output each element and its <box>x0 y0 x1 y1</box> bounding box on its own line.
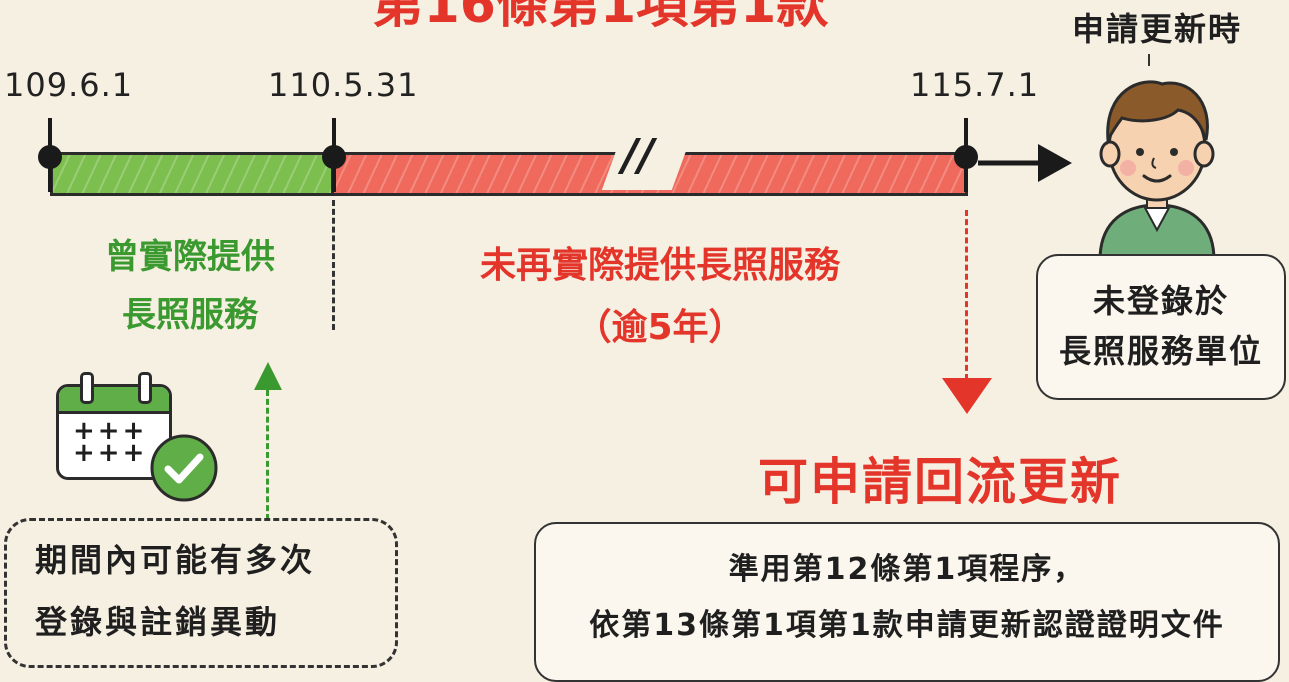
procedure-box: 準用第12條第1項程序， 依第13條第1項第1款申請更新認證證明文件 <box>534 522 1280 682</box>
renew-title: 可申請回流更新 <box>758 453 1122 511</box>
arrow-down-icon <box>942 378 992 414</box>
changes-note-line2: 登錄與註銷異動 <box>35 603 281 641</box>
unregistered-line2: 長照服務單位 <box>1058 332 1263 370</box>
green-label-line1: 曾實際提供 <box>105 237 275 277</box>
red-label-line2: （逾5年） <box>575 307 745 348</box>
diagram-title: 第16條第1項第1款 <box>371 0 829 35</box>
unregistered-box: 未登錄於 長照服務單位 <box>1036 254 1286 400</box>
timeline-segment-green <box>50 152 334 196</box>
green-label-line2: 長照服務 <box>122 295 258 335</box>
date-middle: 110.5.31 <box>268 66 419 104</box>
renew-time-label: 申請更新時 <box>1072 10 1243 48</box>
green-dashed-line <box>266 390 269 520</box>
divider-dashed <box>332 200 335 330</box>
procedure-line2: 依第13條第1項第1款申請更新認證證明文件 <box>589 608 1225 643</box>
arrow-right-icon <box>978 144 1072 182</box>
calendar-marks-row1: +++ <box>73 416 148 446</box>
date-end: 115.7.1 <box>910 66 1040 104</box>
calendar-marks-row2: +++ <box>73 438 148 468</box>
arrow-up-icon <box>254 362 282 390</box>
calendar-icon: +++ +++ <box>56 372 176 482</box>
procedure-line1: 準用第12條第1項程序， <box>728 552 1086 587</box>
break-mark: // <box>622 130 655 181</box>
unregistered-line1: 未登錄於 <box>1092 282 1229 320</box>
label-pointer <box>1148 54 1150 66</box>
changes-note-box: 期間內可能有多次 登錄與註銷異動 <box>4 518 398 668</box>
green-label: 曾實際提供 長照服務 <box>60 228 320 344</box>
red-label-line1: 未再實際提供長照服務 <box>479 245 840 286</box>
person-avatar <box>1098 80 1216 260</box>
red-dashed-line <box>965 210 968 380</box>
timeline-dot-start <box>38 145 62 169</box>
check-circle-icon <box>150 434 218 502</box>
date-start: 109.6.1 <box>4 66 134 104</box>
changes-note-line1: 期間內可能有多次 <box>35 541 316 579</box>
timeline-dot-end <box>954 145 978 169</box>
timeline-dot-middle <box>322 145 346 169</box>
